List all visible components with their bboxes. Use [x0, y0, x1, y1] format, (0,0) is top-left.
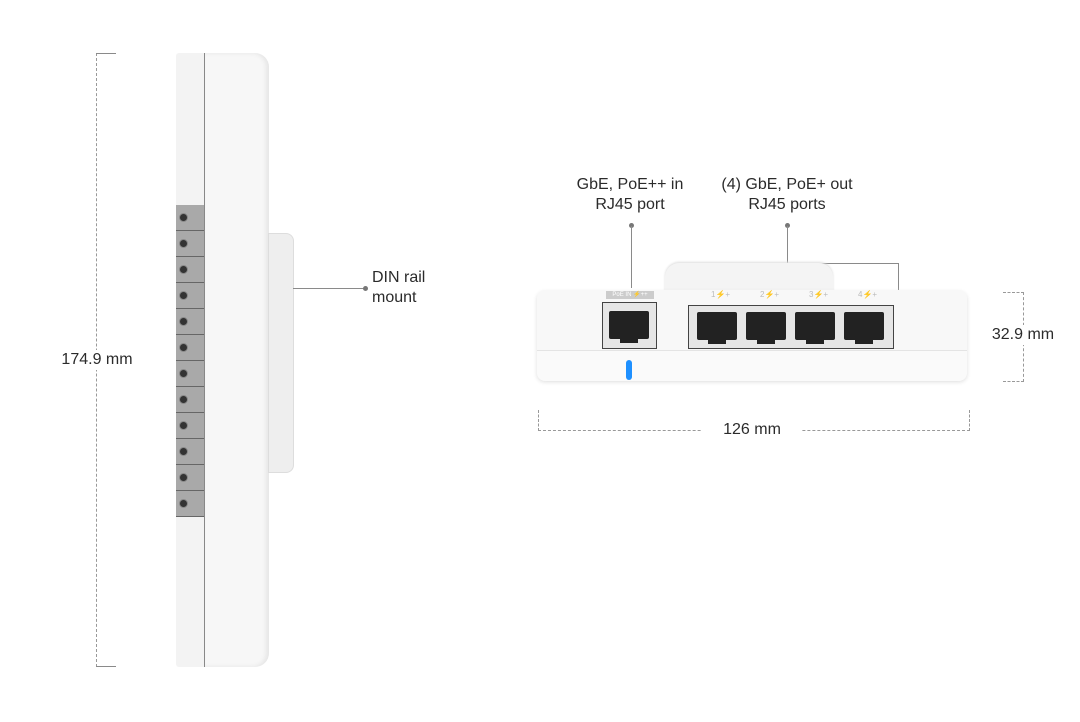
poe-out-line1: (4) GbE, PoE+ out [721, 176, 853, 193]
poe-out-line2: RJ45 ports [748, 196, 826, 213]
port-3[interactable] [795, 312, 835, 344]
front-width-label: 126 mm [702, 420, 802, 440]
poe-in-port[interactable] [602, 302, 657, 349]
port-3-number: 3⚡+ [809, 290, 829, 299]
poe-out-port-block [688, 305, 894, 349]
poe-out-label: (4) GbE, PoE+ out RJ45 ports [697, 175, 877, 215]
poe-in-line2: RJ45 port [595, 196, 665, 213]
poe-in-pointer-dot [629, 223, 634, 228]
port-2-number: 2⚡+ [760, 290, 780, 299]
din-label-line1: DIN rail [372, 269, 426, 286]
din-rail-mount [268, 233, 294, 473]
side-view-device [176, 53, 296, 667]
lower-strip [537, 350, 967, 381]
poe-in-port-label: PoE IN ⚡++ [606, 291, 654, 299]
port-4[interactable] [844, 312, 884, 344]
main-body [204, 53, 269, 667]
rj45-jack [609, 311, 649, 343]
port-1[interactable] [697, 312, 737, 344]
din-label-line2: mount [372, 289, 417, 306]
din-pointer-line [293, 288, 365, 289]
port-2[interactable] [746, 312, 786, 344]
din-rail-label: DIN rail mount [372, 268, 425, 308]
poe-out-pointer-dot [785, 223, 790, 228]
dimension-tick-bottom [96, 666, 116, 667]
status-led [626, 360, 632, 380]
port-4-number: 4⚡+ [858, 290, 878, 299]
side-height-label: 174.9 mm [52, 350, 142, 370]
front-height-label: 32.9 mm [983, 325, 1063, 345]
poe-in-pointer-line [631, 226, 632, 288]
poe-out-pointer-line [787, 226, 788, 263]
din-pointer-dot [363, 286, 368, 291]
port-1-number: 1⚡+ [711, 290, 731, 299]
poe-in-label: GbE, PoE++ in RJ45 port [550, 175, 710, 215]
dimension-tick-top [96, 53, 116, 54]
poe-in-line1: GbE, PoE++ in [576, 176, 684, 193]
